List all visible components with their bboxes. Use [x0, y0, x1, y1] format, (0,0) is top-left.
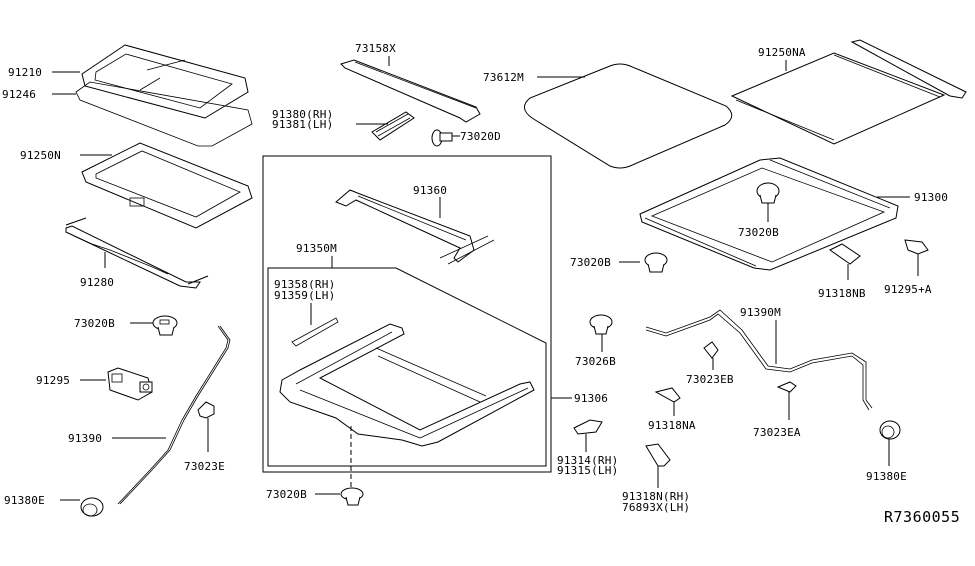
label-76893X-lh[interactable]: 76893X(LH) — [622, 501, 690, 514]
part-91318N-76893X-bracket[interactable] — [645, 443, 671, 467]
part-91250N-frame[interactable] — [81, 142, 253, 229]
label-73023EB[interactable]: 73023EB — [686, 373, 734, 386]
label-91318N-rh[interactable]: 91318N(RH) — [622, 490, 690, 503]
label-91280[interactable]: 91280 — [80, 276, 114, 289]
label-91210[interactable]: 91210 — [8, 66, 42, 79]
label-73023E[interactable]: 73023E — [184, 460, 225, 473]
label-73020D[interactable]: 73020D — [460, 130, 501, 143]
label-91306[interactable]: 91306 — [574, 392, 608, 405]
part-91358-91359-slider[interactable] — [291, 317, 339, 347]
part-91280-deflector[interactable] — [65, 217, 209, 289]
label-91358-rh[interactable]: 91358(RH) — [274, 278, 335, 291]
label-91246[interactable]: 91246 — [2, 88, 36, 101]
label-91300[interactable]: 91300 — [914, 191, 948, 204]
part-91350M-mechanism-frame[interactable] — [279, 323, 535, 447]
label-91350M[interactable]: 91350M — [296, 242, 337, 255]
label-91359-lh[interactable]: 91359(LH) — [274, 289, 335, 302]
part-91360-rail[interactable] — [335, 189, 495, 265]
part-73020B-clip-mid[interactable] — [644, 252, 668, 273]
label-91315-lh[interactable]: 91315(LH) — [557, 464, 618, 477]
part-91380E-grommet-left[interactable] — [80, 497, 104, 517]
part-91318NA-bracket[interactable] — [654, 387, 681, 403]
group-box-91350M — [267, 267, 547, 467]
label-91380E-right[interactable]: 91380E — [866, 470, 907, 483]
label-91250NA[interactable]: 91250NA — [758, 46, 806, 59]
part-73023E-clip[interactable] — [197, 401, 215, 419]
part-73158X-cover[interactable] — [340, 59, 481, 123]
label-91318NA[interactable]: 91318NA — [648, 419, 696, 432]
part-91380-91381-guide[interactable] — [371, 111, 415, 141]
label-91314-rh[interactable]: 91314(RH) — [557, 454, 618, 467]
part-91295A-bracket[interactable] — [904, 239, 929, 255]
part-91314-91315-bracket[interactable] — [573, 419, 603, 435]
part-91380E-grommet-right[interactable] — [879, 420, 901, 440]
part-73020B-clip-frame[interactable] — [756, 182, 780, 204]
label-73026B[interactable]: 73026B — [575, 355, 616, 368]
label-73020B-frame[interactable]: 73020B — [738, 226, 779, 239]
part-73023EB-clip[interactable] — [703, 341, 719, 359]
reference-code: R7360055 — [884, 508, 960, 526]
part-73020D-clip[interactable] — [431, 129, 453, 147]
label-91380E-left[interactable]: 91380E — [4, 494, 45, 507]
part-91295-motor[interactable] — [107, 367, 153, 401]
part-91250NA-sunshade[interactable] — [730, 39, 967, 145]
label-91390[interactable]: 91390 — [68, 432, 102, 445]
label-73612M[interactable]: 73612M — [483, 71, 524, 84]
part-91390M-drain-hose[interactable] — [645, 309, 873, 411]
part-73020B-clip-bottom[interactable] — [340, 487, 364, 506]
label-91250N[interactable]: 91250N — [20, 149, 61, 162]
label-73020B-mid[interactable]: 73020B — [570, 256, 611, 269]
group-box-91306 — [262, 155, 552, 473]
part-73020B-clip-left[interactable] — [152, 315, 178, 336]
label-91360[interactable]: 91360 — [413, 184, 447, 197]
label-91295[interactable]: 91295 — [36, 374, 70, 387]
label-91295A[interactable]: 91295+A — [884, 283, 932, 296]
label-91380-rh[interactable]: 91380(RH) — [272, 108, 333, 121]
part-91300-frame[interactable] — [639, 157, 899, 271]
label-73023EA[interactable]: 73023EA — [753, 426, 801, 439]
part-91318NB-bracket[interactable] — [829, 243, 861, 265]
part-91246-seal[interactable] — [75, 81, 253, 147]
label-73020B-left[interactable]: 73020B — [74, 317, 115, 330]
part-73026B-clip[interactable] — [589, 314, 613, 335]
part-73612M-panel[interactable] — [524, 63, 733, 169]
label-91381-lh[interactable]: 91381(LH) — [272, 118, 333, 131]
label-91390M[interactable]: 91390M — [740, 306, 781, 319]
label-73158X[interactable]: 73158X — [355, 42, 396, 55]
label-91318NB[interactable]: 91318NB — [818, 287, 866, 300]
part-91210-glass[interactable] — [81, 44, 249, 119]
part-91390-drain-hose[interactable] — [117, 325, 231, 505]
label-73020B-bottom[interactable]: 73020B — [266, 488, 307, 501]
part-73023EA-clip[interactable] — [776, 381, 797, 393]
